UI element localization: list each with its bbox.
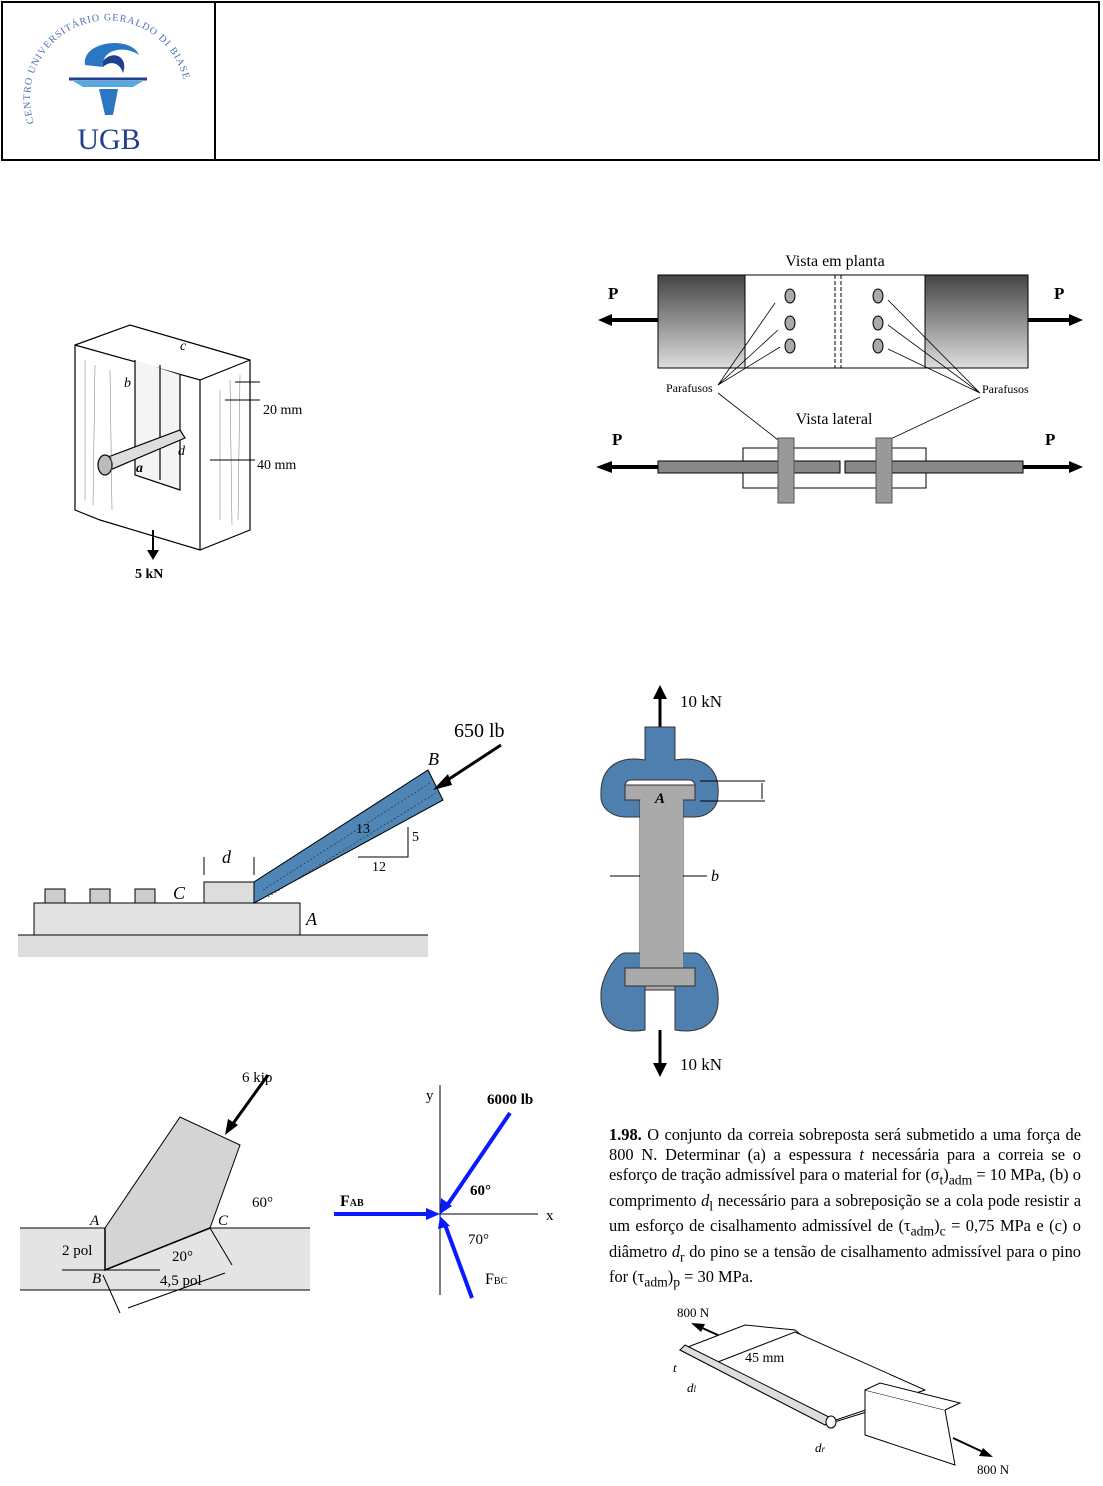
plan-view-title: Vista em planta: [785, 253, 884, 270]
dimension-40mm: 40 mm: [257, 458, 296, 473]
force-6000lb-line: [444, 1111, 512, 1209]
angle-70: 70°: [468, 1232, 489, 1248]
load-p-top-left: P: [608, 284, 618, 303]
fbc-label: FBC: [485, 1271, 508, 1288]
load-bottom: 10 kN: [680, 1055, 722, 1074]
dimension-d: d: [222, 847, 232, 867]
bolts-label-right: Parafusos: [982, 382, 1029, 396]
inclined-strut-figure: 650 lb B C A d 13 5 12: [18, 720, 505, 957]
slope-5: 5: [412, 830, 419, 845]
label-dr: dr: [815, 1440, 826, 1455]
load-left: 800 N: [677, 1305, 710, 1320]
load-label: 5 kN: [135, 567, 163, 582]
label-dl: dl: [687, 1380, 697, 1395]
depth-2pol: 2 pol: [62, 1243, 92, 1259]
width-45mm: 45 mm: [745, 1351, 784, 1366]
label-c: C: [218, 1213, 229, 1229]
label-c: c: [180, 339, 187, 354]
logo-cell: UGB CENTRO UNIVERSITÁRIO GERALDO DI BIAS…: [3, 3, 216, 159]
slope-13: 13: [356, 822, 370, 837]
load-label: 6 kip: [242, 1070, 272, 1086]
logo-flame: [84, 42, 139, 67]
angle-20: 20°: [172, 1249, 193, 1265]
load-p-top-right: P: [1054, 284, 1064, 303]
load-right: 800 N: [977, 1462, 1010, 1477]
label-b: B: [428, 749, 439, 769]
label-b: B: [92, 1271, 101, 1287]
length-4-5pol: 4,5 pol: [160, 1273, 202, 1289]
page-header: UGB CENTRO UNIVERSITÁRIO GERALDO DI BIAS…: [1, 1, 1100, 161]
label-b: b: [124, 376, 131, 391]
slope-12: 12: [372, 860, 386, 875]
label-t: t: [673, 1360, 677, 1375]
axis-y-label: y: [426, 1088, 434, 1104]
problem-1-98: 1.98. O conjunto da correia sobreposta s…: [609, 1125, 1082, 1290]
dimension-20mm: 20 mm: [263, 403, 302, 418]
label-b: b: [711, 868, 719, 885]
notched-joint-figure: 6 kip A C B 60° 2 pol 20° 4,5 pol: [20, 1070, 310, 1314]
fab-label: FAB: [340, 1193, 364, 1210]
problem-number: 1.98.: [609, 1125, 642, 1144]
bolts-label-left: Parafusos: [666, 381, 713, 395]
load-label: 650 lb: [454, 720, 505, 742]
axis-x-label: x: [546, 1208, 554, 1224]
load-p-bottom-left: P: [612, 430, 622, 449]
angle-60: 60°: [252, 1195, 273, 1211]
label-a: A: [305, 909, 318, 929]
bolted-plate-figure: Vista em planta P P Parafusos Parafusos …: [596, 253, 1083, 504]
label-c: C: [173, 883, 186, 903]
force-fbc-line: [442, 1221, 474, 1299]
angle-60: 60°: [470, 1183, 491, 1199]
logo-initials: UGB: [77, 123, 140, 156]
ugb-logo: UGB CENTRO UNIVERSITÁRIO GERALDO DI BIAS…: [22, 12, 191, 156]
strut: [253, 769, 444, 904]
lap-belt-figure: 800 N 45 mm t dl dr 800 N: [673, 1305, 1010, 1477]
label-a: A: [89, 1213, 100, 1229]
load-p-bottom-right: P: [1045, 430, 1055, 449]
label-a: A: [654, 791, 665, 807]
force-6000lb-label: 6000 lb: [487, 1092, 533, 1108]
side-view-title: Vista lateral: [796, 411, 873, 428]
label-d: d: [178, 444, 186, 459]
tension-specimen-figure: 10 kN A b 10 kN: [600, 685, 765, 1077]
label-a: a: [136, 461, 143, 476]
free-body-diagram: y x 6000 lb 60° 70° FAB FBC: [334, 1085, 554, 1299]
load-top: 10 kN: [680, 692, 722, 711]
wood-joint-figure: c b a d 20 mm 40 mm 5 kN: [74, 324, 302, 582]
